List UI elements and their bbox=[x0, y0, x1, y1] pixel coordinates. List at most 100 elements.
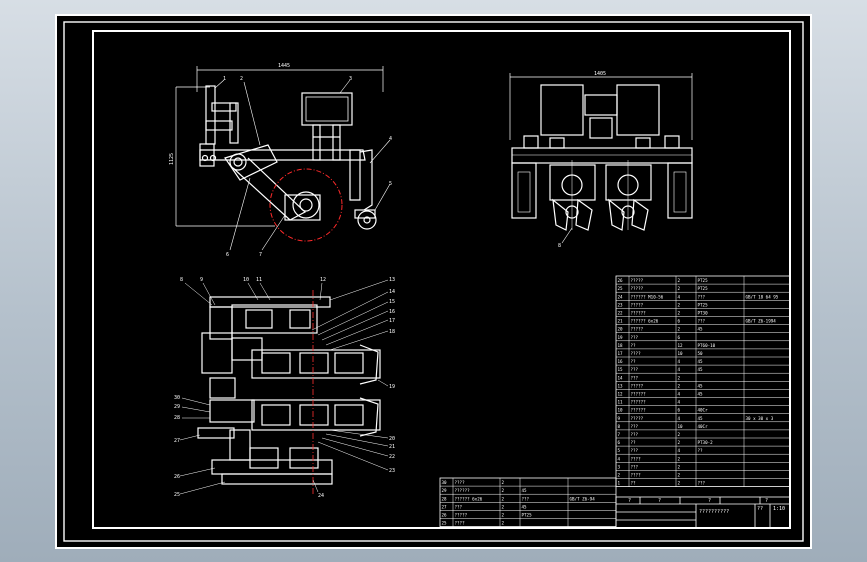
parts-right-cell: ??? bbox=[631, 367, 639, 372]
parts-right-cell: 40Cr bbox=[698, 408, 709, 413]
parts-right-cell: 2 bbox=[678, 278, 681, 283]
parts-right-cell: 12 bbox=[678, 343, 684, 348]
callout-l-26: 26 bbox=[174, 474, 180, 480]
parts-right-cell: 30 x 30 x 3 bbox=[746, 416, 774, 421]
scale-label: ?? bbox=[757, 506, 763, 512]
callout-l-25: 25 bbox=[174, 492, 180, 498]
parts-right-cell: 45 bbox=[698, 327, 704, 332]
parts-right-cell: 45 bbox=[698, 416, 704, 421]
parts-right-cell: ????? bbox=[631, 286, 644, 291]
top-view-callouts: 8 9 10 11 12 13 14 15 16 17 18 19 20 21 … bbox=[174, 277, 395, 499]
scale-value: 1:10 bbox=[773, 506, 785, 512]
drawing-sheet bbox=[55, 14, 812, 549]
parts-right-cell: 45 bbox=[698, 359, 704, 364]
callout-6: 6 bbox=[226, 252, 229, 258]
parts-right-cell: ??? bbox=[631, 375, 639, 380]
parts-right-cell: 26 bbox=[618, 278, 624, 283]
parts-right-cell: 5 bbox=[618, 448, 621, 453]
title-row-cell-2: ? bbox=[658, 498, 661, 504]
parts-right-cell: 4 bbox=[678, 294, 681, 299]
parts-left-cell: 45 bbox=[522, 504, 528, 509]
parts-left-cell: ?????? bbox=[455, 488, 471, 493]
callout-r-16: 16 bbox=[389, 309, 395, 315]
parts-right-cell: ??? bbox=[698, 319, 706, 324]
parts-right-cell: 4 bbox=[678, 400, 681, 405]
parts-right-cell: 2 bbox=[618, 473, 621, 478]
parts-right-cell: 2 bbox=[678, 473, 681, 478]
parts-right-cell: 16 bbox=[618, 359, 624, 364]
parts-right-cell: 2 bbox=[678, 311, 681, 316]
top-view bbox=[179, 279, 389, 495]
parts-right-cell: ?? bbox=[698, 448, 704, 453]
parts-right-cell: 4 bbox=[678, 448, 681, 453]
parts-right-cell: 10 bbox=[618, 408, 624, 413]
parts-right-cell: 25 bbox=[618, 286, 624, 291]
parts-right-cell: ?? bbox=[631, 343, 637, 348]
parts-right-cell: 13 bbox=[618, 383, 624, 388]
callout-l-30: 30 bbox=[174, 395, 180, 401]
parts-right-cell: ???? bbox=[631, 351, 642, 356]
callout-l-29: 29 bbox=[174, 404, 180, 410]
parts-right-cell: 2 bbox=[678, 327, 681, 332]
parts-right-cell: 10 bbox=[678, 424, 684, 429]
parts-right-cell: ???? bbox=[631, 473, 642, 478]
parts-right-cell: PT25 bbox=[698, 278, 709, 283]
parts-right-cell: ??? bbox=[631, 432, 639, 437]
callout-top-9: 9 bbox=[200, 277, 203, 283]
callout-top-12: 12 bbox=[320, 277, 326, 283]
parts-right-cell: 10 bbox=[678, 351, 684, 356]
parts-right-cell: 9 bbox=[618, 416, 621, 421]
parts-right-cell: 14 bbox=[618, 375, 624, 380]
parts-right-cell: 6 bbox=[678, 408, 681, 413]
callout-5: 5 bbox=[389, 181, 392, 187]
parts-left-cell: 28 bbox=[442, 496, 448, 501]
parts-right-cell: ?? bbox=[631, 481, 637, 486]
parts-left-cell: 2 bbox=[502, 513, 505, 518]
parts-right-cell: ????? bbox=[631, 302, 644, 307]
parts-right-cell: 4 bbox=[618, 456, 621, 461]
parts-right-cell: 45 bbox=[698, 392, 704, 397]
callout-r-18: 18 bbox=[389, 329, 395, 335]
parts-right-cell: 15 bbox=[618, 367, 624, 372]
side-view: 1445 1125 bbox=[169, 63, 391, 251]
dim-front-width: 1405 bbox=[594, 71, 606, 77]
parts-right-cell: 22 bbox=[618, 311, 624, 316]
callout-top-8: 8 bbox=[180, 277, 183, 283]
parts-right-cell: 2 bbox=[678, 440, 681, 445]
parts-right-cell: ????? bbox=[631, 416, 644, 421]
parts-right-cell: ?????? M10-56 bbox=[631, 294, 664, 299]
callout-4: 4 bbox=[389, 136, 392, 142]
callout-top-10: 10 bbox=[243, 277, 249, 283]
parts-right-cell: 6 bbox=[678, 335, 681, 340]
parts-right-cell: 20 bbox=[618, 327, 624, 332]
parts-right-cell: 2 bbox=[678, 464, 681, 469]
callout-r-20: 20 bbox=[389, 436, 395, 442]
parts-left-cell: 30 bbox=[442, 480, 448, 485]
callout-r-15: 15 bbox=[389, 299, 395, 305]
parts-right-cell: 4 bbox=[678, 359, 681, 364]
parts-right-cell: 6 bbox=[618, 440, 621, 445]
parts-left-cell: 29 bbox=[442, 488, 448, 493]
parts-left-cell: ??? bbox=[455, 504, 463, 509]
parts-right-cell: GB/T Z6-1994 bbox=[746, 319, 777, 324]
parts-right-cell: 2 bbox=[678, 383, 681, 388]
parts-right-cell: ????? bbox=[631, 383, 644, 388]
parts-right-cell: 2 bbox=[678, 302, 681, 307]
callout-r-21: 21 bbox=[389, 444, 395, 450]
parts-right-cell: 50 bbox=[698, 351, 704, 356]
parts-right-cell: 21 bbox=[618, 319, 624, 324]
parts-right-cell: 2 bbox=[678, 456, 681, 461]
parts-right-cell: ?????? bbox=[631, 392, 647, 397]
dim-side-width: 1445 bbox=[278, 63, 290, 69]
parts-right-cell: ?? bbox=[631, 440, 637, 445]
callout-3: 3 bbox=[349, 76, 352, 82]
parts-right-cell: ??? bbox=[631, 424, 639, 429]
parts-left-cell: ??? bbox=[522, 496, 530, 501]
parts-right-cell: 17 bbox=[618, 351, 624, 356]
parts-right-cell: 4 bbox=[678, 367, 681, 372]
parts-right-cell: 2 bbox=[678, 481, 681, 486]
parts-right-cell: 19 bbox=[618, 335, 624, 340]
sheet-inner-frame bbox=[63, 21, 804, 542]
parts-right-cell: ??? bbox=[631, 448, 639, 453]
